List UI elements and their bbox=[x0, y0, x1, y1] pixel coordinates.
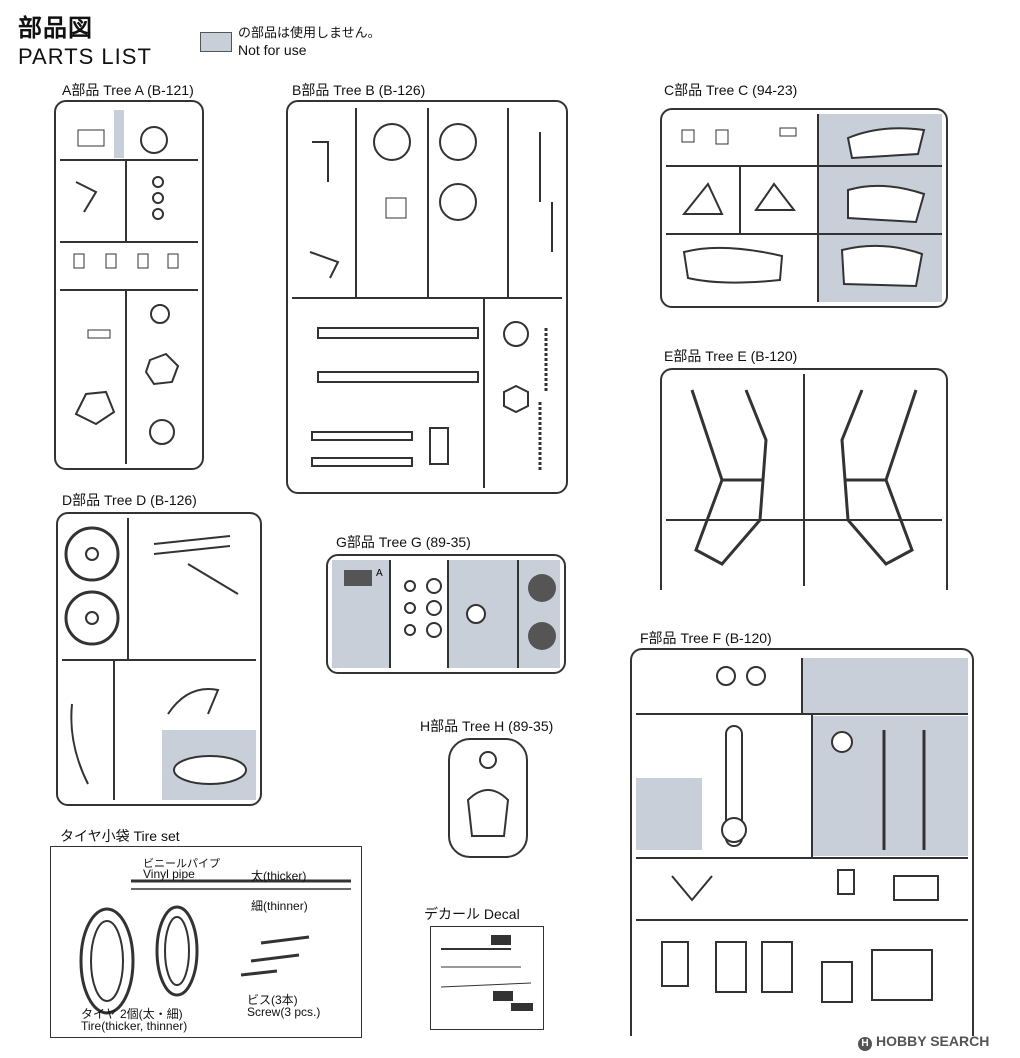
tree-d-drawing bbox=[62, 518, 256, 800]
tree-b-drawing bbox=[292, 108, 562, 488]
tree-c-drawing bbox=[666, 114, 942, 302]
tree-h bbox=[448, 738, 528, 858]
page-title-en: PARTS LIST bbox=[18, 44, 152, 69]
tree-g-label: G部品 Tree G (89-35) bbox=[336, 534, 471, 550]
tire-label-jp: タイヤ 2個(太・細) bbox=[81, 1007, 183, 1021]
tree-e-label: E部品 Tree E (B-120) bbox=[664, 348, 798, 364]
tree-d bbox=[56, 512, 262, 806]
tree-e-drawing bbox=[666, 374, 942, 586]
legend-text-jp: の部品は使用しません。 bbox=[238, 25, 381, 40]
tree-g: A bbox=[326, 554, 566, 674]
tree-b bbox=[286, 100, 568, 494]
thin-pipe-label: 細(thinner) bbox=[251, 899, 308, 913]
tree-h-label: H部品 Tree H (89-35) bbox=[420, 718, 554, 734]
decal-drawing bbox=[440, 935, 533, 1011]
tire-set-box: ビニールパイプ Vinyl pipe 太(thicker) 細(thinner)… bbox=[50, 846, 362, 1038]
tree-f-label: F部品 Tree F (B-120) bbox=[640, 630, 772, 646]
tree-h-drawing bbox=[466, 751, 510, 837]
tree-f bbox=[630, 648, 974, 1036]
tree-c bbox=[660, 108, 948, 308]
vinyl-pipe-label-jp: ビニールパイプ bbox=[143, 858, 220, 870]
decal-label: デカール Decal bbox=[424, 906, 520, 922]
watermark-text: HOBBY SEARCH bbox=[876, 1033, 990, 1049]
vinyl-pipe-label-en: Vinyl pipe bbox=[143, 867, 195, 881]
tire-set-drawing bbox=[79, 879, 351, 1015]
screw-label-en: Screw(3 pcs.) bbox=[247, 1005, 321, 1019]
tree-a bbox=[54, 100, 204, 470]
tree-c-label: C部品 Tree C (94-23) bbox=[664, 82, 798, 98]
not-for-use-swatch bbox=[200, 32, 232, 52]
screw-label-jp: ビス(3本) bbox=[247, 993, 298, 1007]
tire-label-en: Tire(thicker, thinner) bbox=[81, 1019, 188, 1033]
tree-a-label: A部品 Tree A (B-121) bbox=[62, 82, 194, 98]
tree-a-drawing bbox=[60, 110, 198, 464]
svg-text:A: A bbox=[376, 568, 383, 579]
tree-d-label: D部品 Tree D (B-126) bbox=[62, 492, 197, 508]
thick-pipe-label: 太(thicker) bbox=[251, 869, 307, 883]
tree-b-label: B部品 Tree B (B-126) bbox=[292, 82, 426, 98]
decal-sheet bbox=[430, 926, 544, 1030]
tree-g-drawing: A bbox=[332, 560, 560, 668]
page-title-jp: 部品図 bbox=[18, 15, 93, 42]
tree-f-drawing bbox=[636, 658, 968, 1003]
watermark: H HOBBY SEARCH bbox=[858, 1033, 989, 1051]
tire-set-label: タイヤ小袋 Tire set bbox=[60, 828, 180, 844]
watermark-logo-icon: H bbox=[858, 1037, 872, 1051]
tree-e bbox=[660, 368, 948, 590]
legend-text-en: Not for use bbox=[238, 42, 307, 58]
